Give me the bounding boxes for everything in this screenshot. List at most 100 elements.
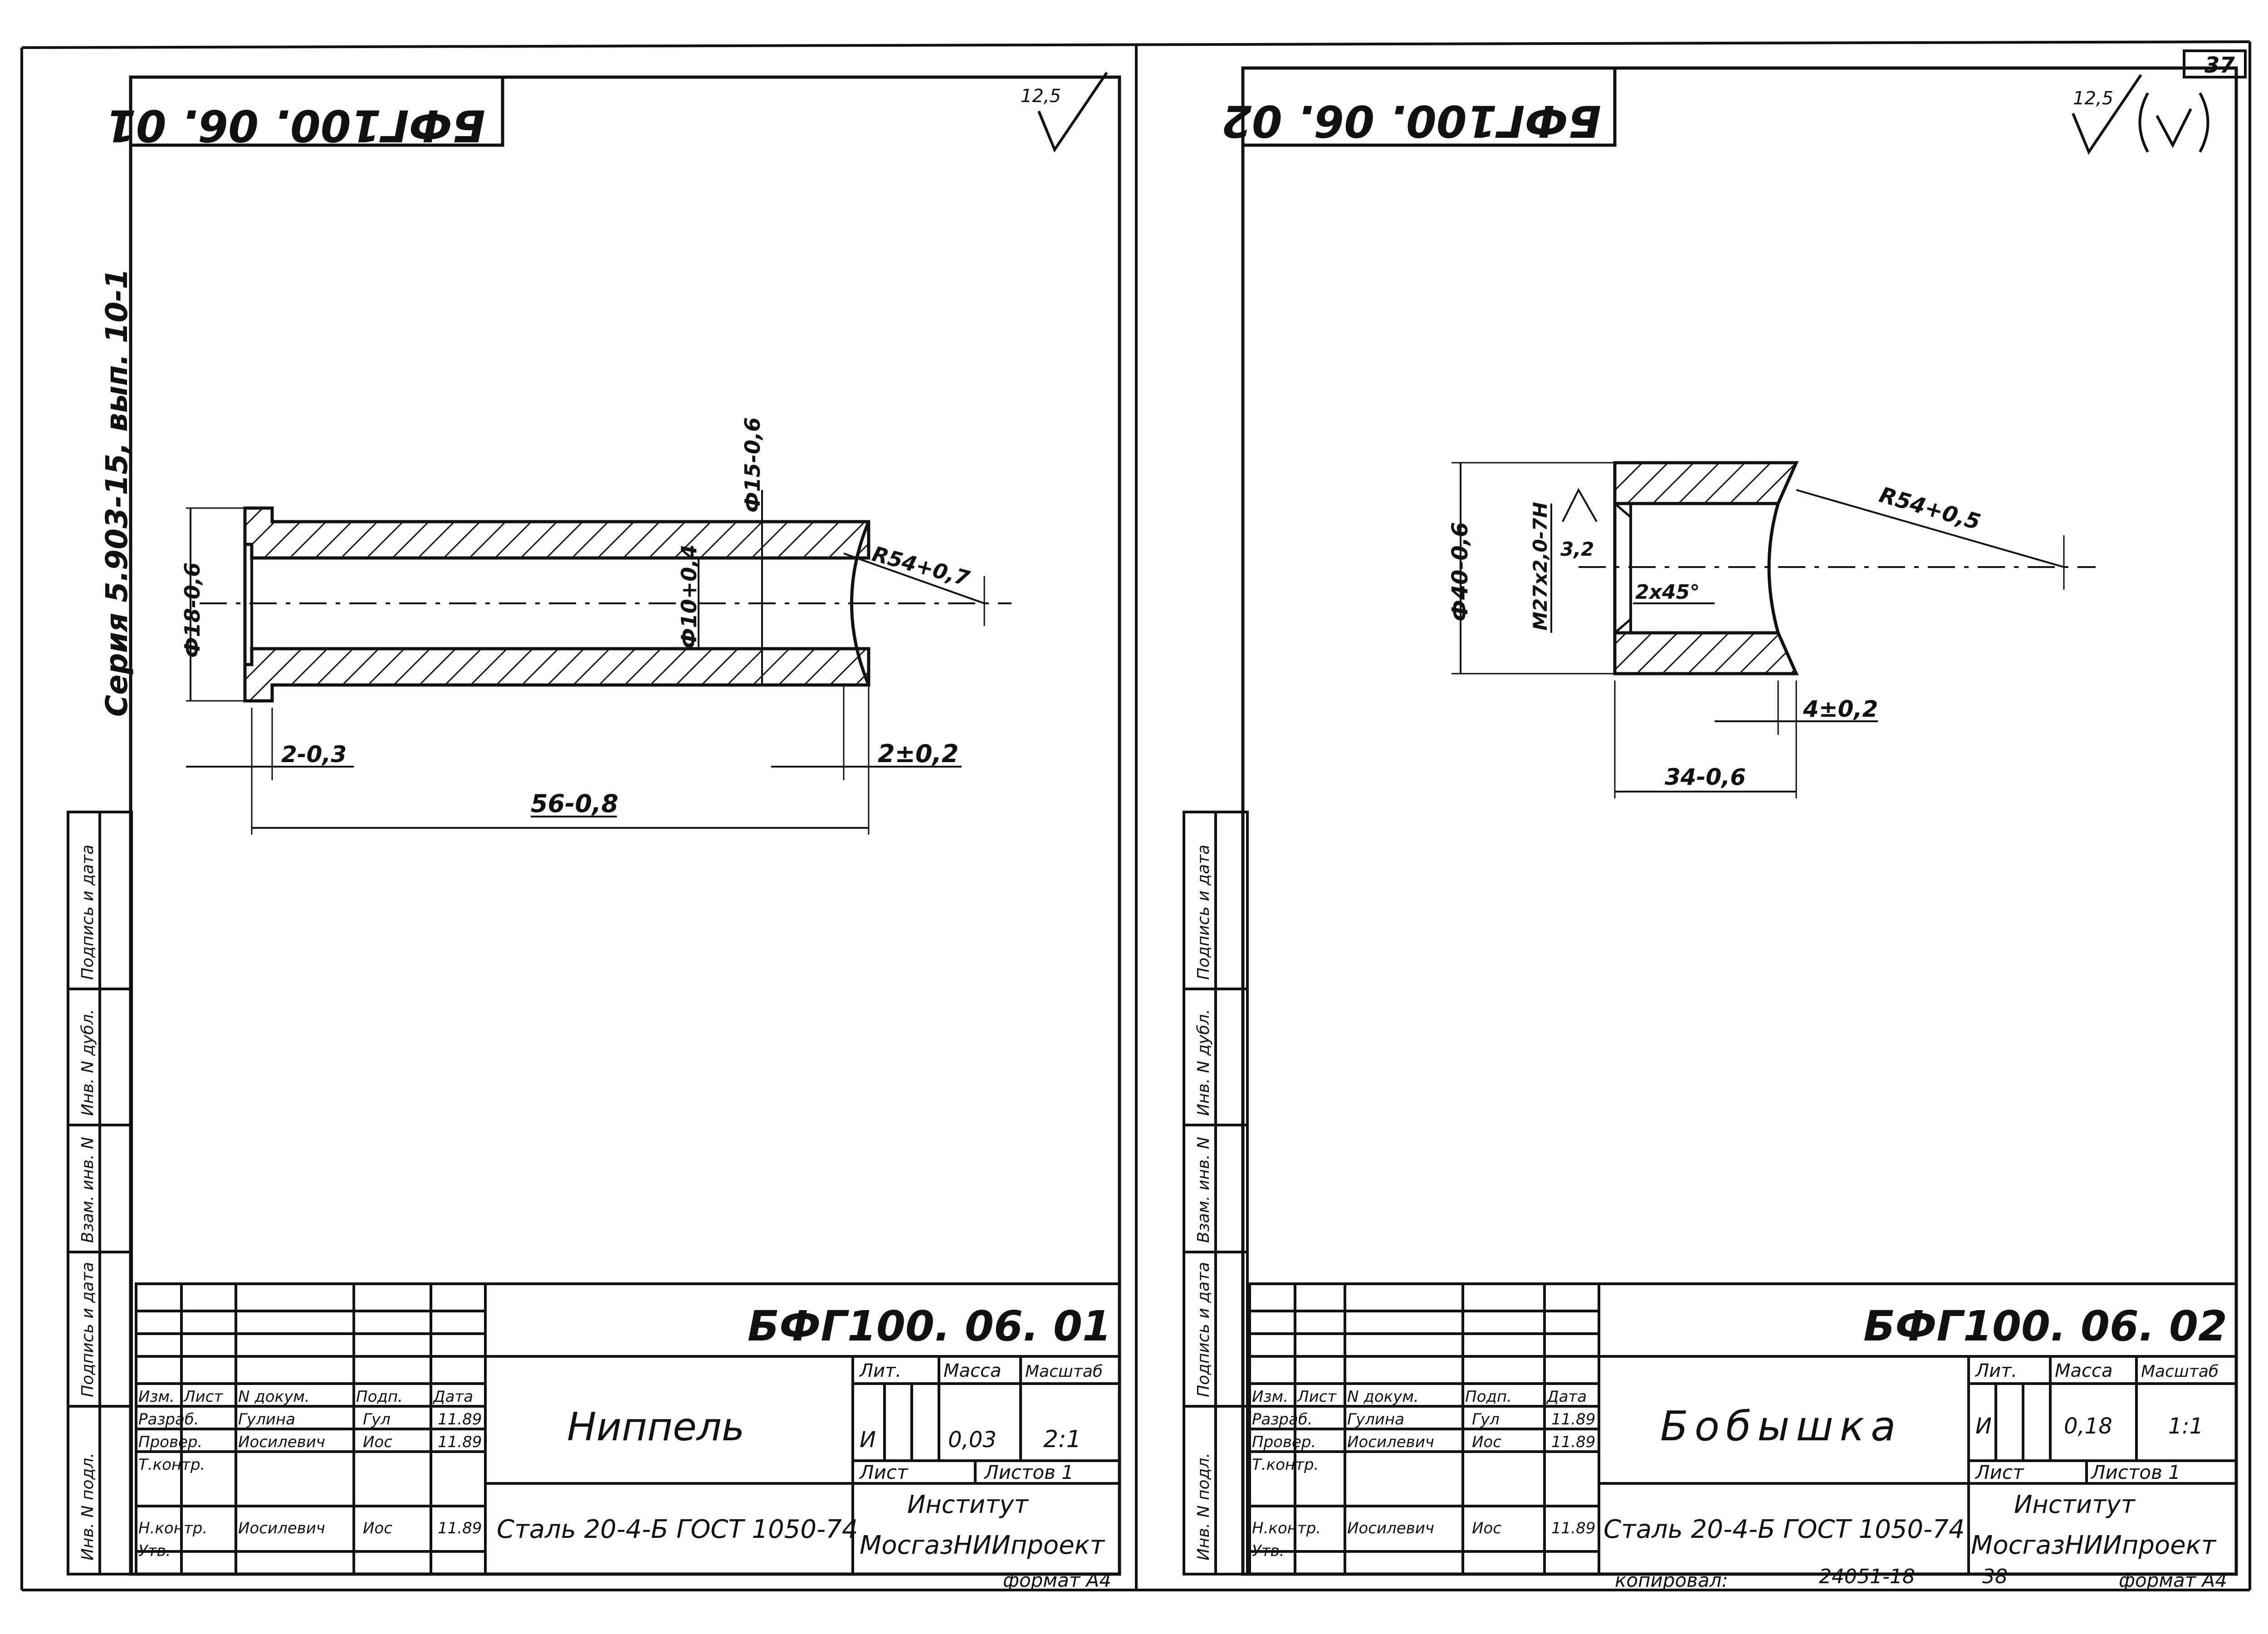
dim-4: 4±0,2 bbox=[1803, 696, 1878, 722]
sheet-label-2: Лист bbox=[1975, 1461, 2024, 1483]
mass-value-1: 0,03 bbox=[948, 1427, 997, 1453]
dim-m27: М27x2,0-7Н bbox=[1529, 502, 1551, 631]
org1-1: Институт bbox=[907, 1490, 1029, 1519]
outer-frame bbox=[20, 40, 2251, 1591]
material-1: Сталь 20-4-Б ГОСТ 1050-74 bbox=[497, 1515, 858, 1544]
scale-value-2: 1:1 bbox=[2168, 1414, 2203, 1439]
role: Разраб. bbox=[138, 1410, 199, 1429]
hdr-izm: Изм. bbox=[138, 1388, 175, 1406]
lit-value-1: И bbox=[860, 1427, 876, 1453]
page-number: 37 bbox=[2204, 53, 2235, 78]
role: Разраб. bbox=[1252, 1410, 1313, 1429]
people-table-2: Изм. Лист N докум. Подп. Дата Разраб. Гу… bbox=[1252, 1388, 1595, 1560]
hdr-podp: Подп. bbox=[1465, 1388, 1512, 1406]
boss-drawing bbox=[1452, 461, 2096, 798]
role: Т.контр. bbox=[138, 1456, 205, 1474]
margin-strip-2 bbox=[1183, 811, 1249, 1575]
hdr-ndoc: N докум. bbox=[238, 1388, 310, 1406]
sheet-1: БФГ100. 06. 01 12,5 bbox=[67, 72, 1121, 1591]
material-2: Сталь 20-4-Б ГОСТ 1050-74 bbox=[1603, 1515, 1965, 1544]
lit-header-2: Лит. bbox=[1975, 1360, 2017, 1381]
code-2: БФГ100. 06. 02 bbox=[1863, 1302, 2227, 1350]
margin-label: Подпись и дата bbox=[78, 845, 97, 980]
date: 11.89 bbox=[1551, 1433, 1595, 1451]
dim-2: 2-0,3 bbox=[281, 741, 347, 768]
dim-roughness-inner: 3,2 bbox=[1560, 538, 1594, 560]
signature: Иос bbox=[1472, 1519, 1501, 1537]
scale-value-1: 2:1 bbox=[1043, 1426, 1081, 1453]
sheet-label-1: Лист bbox=[859, 1461, 909, 1483]
lit-header-1: Лит. bbox=[859, 1360, 901, 1381]
dim-d40: Ф40-0,6 bbox=[1447, 522, 1473, 621]
person-name: Иосилевич bbox=[1347, 1519, 1434, 1537]
role: Н.контр. bbox=[1252, 1519, 1321, 1537]
dim-2-tol: 2±0,2 bbox=[878, 739, 958, 768]
hdr-list: Лист bbox=[183, 1388, 223, 1406]
role: Провер. bbox=[1252, 1433, 1316, 1451]
archive-code: 24051-18 bbox=[1819, 1565, 1915, 1588]
person-name: Гулина bbox=[1347, 1410, 1404, 1429]
dim-d15: Ф15-0,6 bbox=[740, 417, 765, 513]
margin-label: Подпись и дата bbox=[1194, 1262, 1213, 1397]
hdr-data: Дата bbox=[432, 1388, 473, 1406]
date: 11.89 bbox=[438, 1410, 482, 1429]
mass-header-1: Масса bbox=[943, 1360, 1002, 1381]
hdr-list: Лист bbox=[1296, 1388, 1337, 1406]
margin-label: Подпись и дата bbox=[78, 1262, 97, 1397]
part-name-1: Ниппель bbox=[567, 1404, 745, 1450]
signature: Иос bbox=[1472, 1433, 1501, 1451]
date: 11.89 bbox=[438, 1519, 482, 1537]
sheets-label-2: Листов 1 bbox=[2090, 1461, 2180, 1483]
hdr-podp: Подп. bbox=[356, 1388, 403, 1406]
roughness-icon bbox=[2072, 74, 2209, 155]
person-name: Иосилевич bbox=[1347, 1433, 1434, 1451]
org1-2: Институт bbox=[2014, 1490, 2136, 1519]
hdr-ndoc: N докум. bbox=[1347, 1388, 1419, 1406]
scale-header-1: Масштаб bbox=[1025, 1362, 1103, 1381]
title-block-1 bbox=[135, 1282, 1121, 1575]
role: Н.контр. bbox=[138, 1519, 207, 1537]
margin-strip-1 bbox=[67, 811, 133, 1575]
roughness-icon bbox=[1037, 72, 1108, 153]
margin-label: Инв. N подл. bbox=[78, 1453, 97, 1561]
mass-header-2: Масса bbox=[2055, 1360, 2113, 1381]
role: Т.контр. bbox=[1252, 1456, 1319, 1474]
margin-label: Инв. N дубл. bbox=[78, 1009, 97, 1116]
dim-d18: Ф18-0,6 bbox=[180, 563, 205, 658]
format-1: формат А4 bbox=[1003, 1569, 1111, 1591]
signature: Гул bbox=[363, 1410, 391, 1429]
top-code-1: БФГ100. 06. 01 bbox=[106, 100, 485, 151]
date: 11.89 bbox=[438, 1433, 482, 1451]
archive-page: 38 bbox=[1982, 1565, 2008, 1588]
part-name-2: Бобышка bbox=[1660, 1403, 1902, 1450]
signature: Гул bbox=[1472, 1410, 1500, 1429]
margin-label: Инв. N дубл. bbox=[1194, 1009, 1213, 1116]
margin-label: Взам. инв. N bbox=[78, 1137, 97, 1243]
person-name: Иосилевич bbox=[238, 1519, 325, 1537]
dim-34: 34-0,6 bbox=[1665, 764, 1746, 790]
copied-label: копировал: bbox=[1615, 1569, 1728, 1591]
person-name: Гулина bbox=[238, 1410, 295, 1429]
sheet-2: БФГ100. 06. 02 12,5 bbox=[1183, 66, 2238, 1591]
dim-56: 56-0,8 bbox=[531, 789, 618, 818]
person-name: Иосилевич bbox=[238, 1433, 325, 1451]
dim-r54-2: R54+0,5 bbox=[1877, 482, 1984, 535]
role: Провер. bbox=[138, 1433, 202, 1451]
roughness-value-2: 12,5 bbox=[2073, 88, 2113, 109]
hdr-izm: Изм. bbox=[1252, 1388, 1288, 1406]
code-1: БФГ100. 06. 01 bbox=[748, 1302, 1111, 1350]
series-label: Серия 5.903-15, вып. 10-1 bbox=[99, 269, 134, 717]
date: 11.89 bbox=[1551, 1410, 1595, 1429]
role: Утв. bbox=[138, 1542, 171, 1560]
title-block-2 bbox=[1248, 1282, 2238, 1575]
margin-label: Взам. инв. N bbox=[1194, 1137, 1213, 1243]
sheets-label-1: Листов 1 bbox=[983, 1461, 1074, 1483]
signature: Иос bbox=[363, 1519, 392, 1537]
mass-value-2: 0,18 bbox=[2064, 1414, 2112, 1439]
date: 11.89 bbox=[1551, 1519, 1595, 1537]
roughness-value-1: 12,5 bbox=[1021, 86, 1061, 107]
format-2: формат А4 bbox=[2119, 1569, 2227, 1591]
role: Утв. bbox=[1252, 1542, 1284, 1560]
margin-label: Инв. N подл. bbox=[1194, 1453, 1213, 1561]
